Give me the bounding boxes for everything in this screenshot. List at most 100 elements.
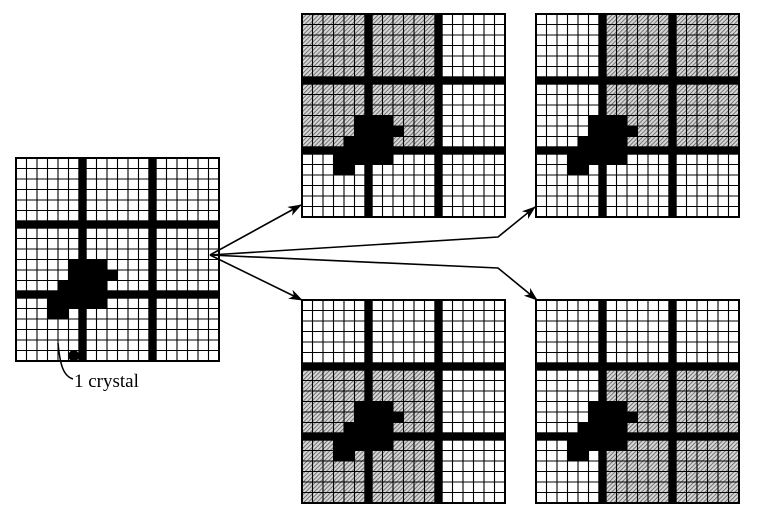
crystal-cluster: [333, 115, 404, 176]
cluster-cell: [57, 308, 69, 320]
block: [155, 157, 220, 222]
cluster-cell: [354, 125, 366, 137]
cluster-cell: [577, 439, 589, 451]
cluster-cell: [371, 136, 383, 148]
cluster-cell: [371, 411, 383, 423]
block: [675, 299, 740, 364]
detector-panel-bottom-right: [535, 299, 740, 504]
cluster-cell: [382, 422, 394, 434]
cluster-cell: [382, 136, 394, 148]
cluster-cell: [333, 164, 345, 176]
panel-border: [535, 13, 740, 218]
cluster-cell: [577, 450, 589, 462]
cluster-cell: [333, 439, 345, 451]
shaded-block: [675, 369, 740, 434]
cluster-cell: [616, 411, 628, 423]
block: [155, 227, 220, 292]
block: [441, 299, 506, 364]
cluster-cell: [68, 297, 80, 309]
crystal-cluster: [567, 115, 638, 176]
cluster-cell: [382, 115, 394, 127]
panel-border: [535, 299, 740, 504]
cluster-cell: [343, 422, 355, 434]
cluster-cell: [85, 269, 97, 281]
cluster-cell: [354, 401, 366, 413]
cluster-cell: [354, 439, 366, 451]
panel-border: [301, 13, 506, 218]
arrow-to-top-left: [209, 204, 302, 256]
block: [441, 439, 506, 504]
crystal-cluster: [333, 401, 404, 462]
cluster-cell: [96, 269, 108, 281]
cluster-cell: [68, 280, 80, 292]
cluster-cell: [333, 153, 345, 165]
cluster-cell: [354, 411, 366, 423]
crystal-label: 1 crystal: [74, 371, 139, 392]
cluster-cell: [616, 439, 628, 451]
cluster-cell: [343, 450, 355, 462]
cluster-cell: [588, 153, 600, 165]
callout-leader-line: [57, 342, 74, 380]
cluster-cell: [96, 280, 108, 292]
cluster-cell: [605, 401, 617, 413]
cluster-cell: [616, 136, 628, 148]
block: [535, 299, 600, 364]
detector-panel-top-left: [301, 13, 506, 218]
cluster-cell: [392, 125, 404, 137]
cluster-cell: [343, 153, 355, 165]
cluster-cell: [333, 450, 345, 462]
cluster-cell: [343, 439, 355, 451]
block: [301, 299, 366, 364]
cluster-cell: [96, 297, 108, 309]
cluster-cell: [354, 136, 366, 148]
cluster-cell: [616, 153, 628, 165]
cluster-cell: [85, 280, 97, 292]
arrow-to-bottom-left: [209, 254, 303, 301]
cluster-cell: [616, 125, 628, 137]
cluster-cell: [371, 401, 383, 413]
cluster-cell: [47, 308, 59, 320]
cluster-cell: [85, 259, 97, 271]
cluster-cell: [392, 411, 404, 423]
cluster-cell: [371, 125, 383, 137]
block: [85, 157, 150, 222]
cluster-cell: [567, 164, 579, 176]
cluster-cell: [605, 136, 617, 148]
block: [535, 13, 600, 78]
cluster-cell: [567, 450, 579, 462]
cluster-cell: [588, 411, 600, 423]
cluster-cell: [382, 153, 394, 165]
arrow-to-bottom-right: [209, 254, 538, 301]
cluster-cell: [382, 401, 394, 413]
cluster-cell: [588, 115, 600, 127]
arrows: [209, 204, 538, 301]
cluster-cell: [343, 164, 355, 176]
crystal-cluster: [567, 401, 638, 462]
block: [15, 227, 80, 292]
cluster-cell: [68, 269, 80, 281]
block: [605, 299, 670, 364]
cluster-cell: [577, 422, 589, 434]
cluster-cell: [577, 136, 589, 148]
shaded-block: [675, 13, 740, 78]
block: [371, 299, 436, 364]
cluster-cell: [57, 297, 69, 309]
shaded-block: [301, 13, 366, 78]
cluster-cell: [567, 153, 579, 165]
cluster-cell: [371, 422, 383, 434]
cluster-cell: [371, 115, 383, 127]
detector-panel-bottom-left: [301, 299, 506, 504]
cluster-cell: [588, 401, 600, 413]
cluster-cell: [588, 136, 600, 148]
block: [441, 83, 506, 148]
detector-panel-source: [15, 157, 220, 362]
cluster-cell: [605, 411, 617, 423]
block: [441, 153, 506, 218]
cluster-cell: [343, 136, 355, 148]
cluster-cell: [588, 439, 600, 451]
cluster-cell: [616, 422, 628, 434]
cluster-cell: [577, 164, 589, 176]
cluster-cell: [605, 115, 617, 127]
cluster-cell: [371, 153, 383, 165]
block: [441, 369, 506, 434]
